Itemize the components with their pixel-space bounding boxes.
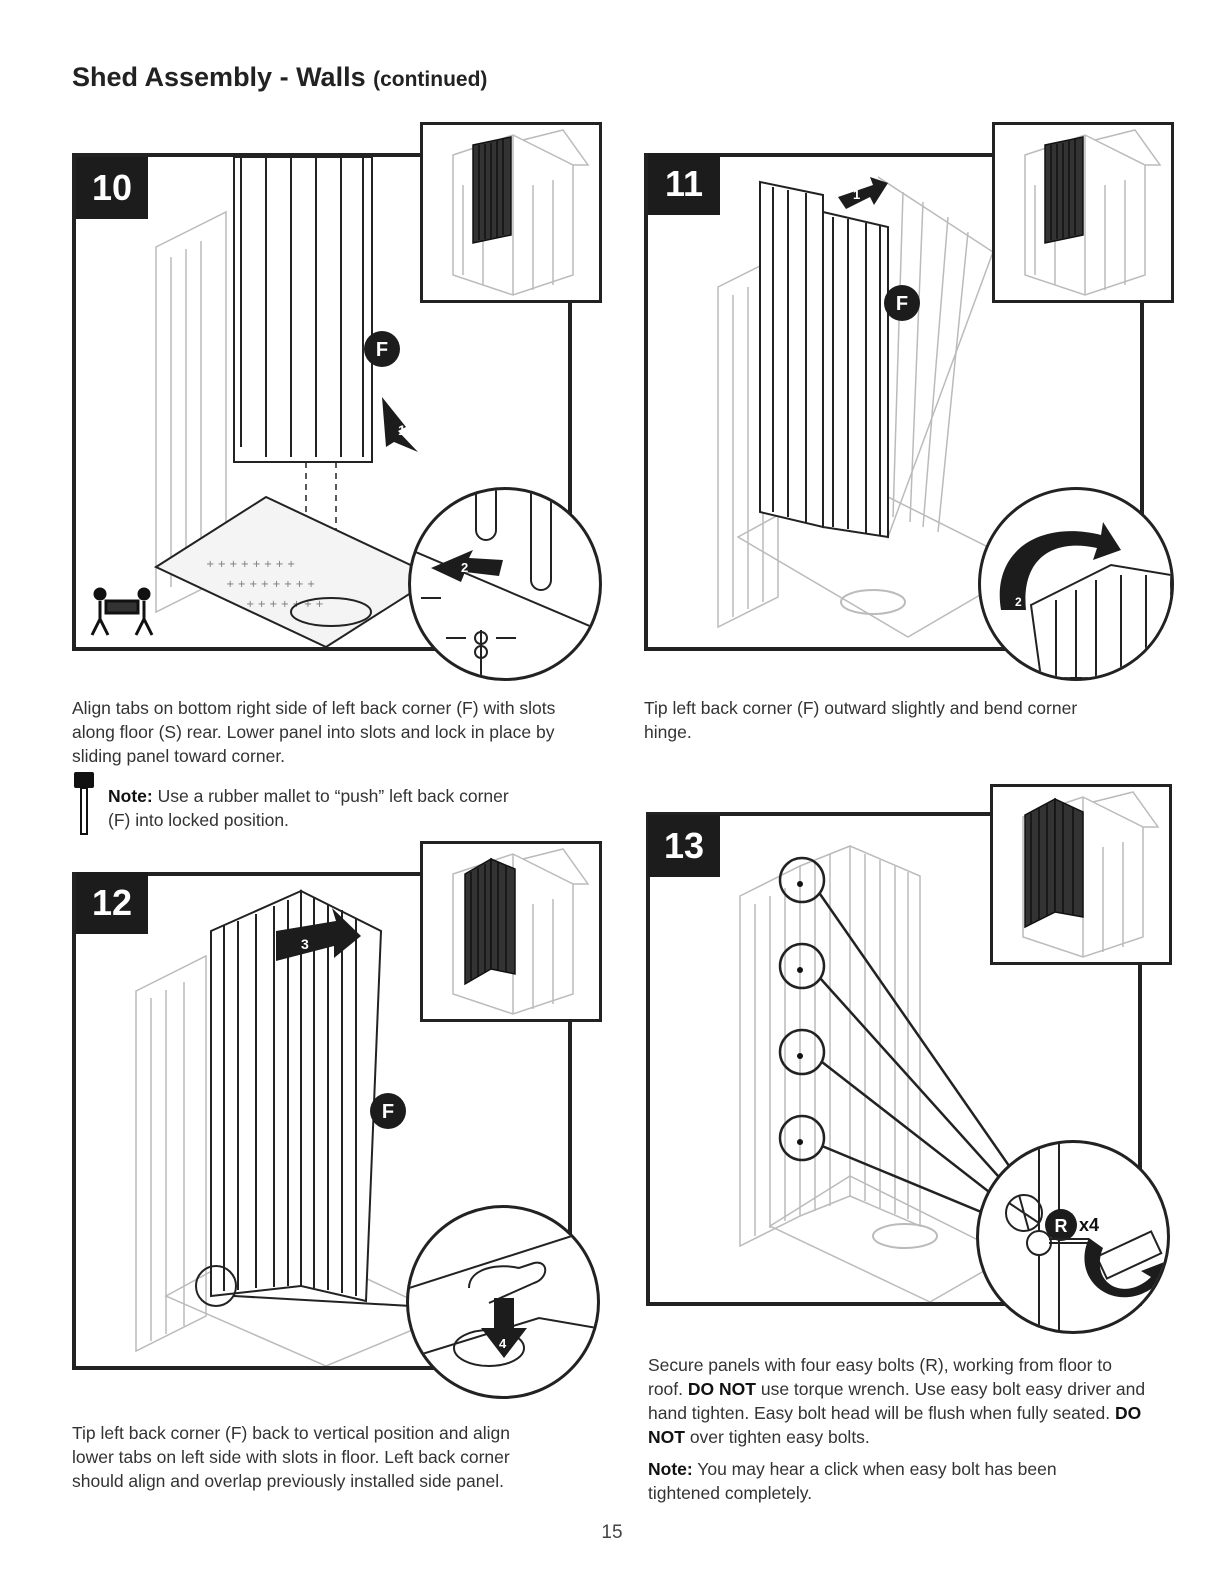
step-11-overview-inset bbox=[992, 122, 1174, 303]
step-13-overview-inset bbox=[990, 784, 1172, 965]
step-12-caption: Tip left back corner (F) back to vertica… bbox=[72, 1423, 511, 1491]
step-12-number: 12 bbox=[76, 872, 148, 934]
page-number: 15 bbox=[601, 1522, 623, 1543]
svg-text:1: 1 bbox=[398, 422, 406, 438]
svg-text:+ + + + + + +: + + + + + + + bbox=[246, 599, 324, 610]
page-title: Shed Assembly - Walls (continued) bbox=[72, 62, 488, 92]
two-person-lift-icon bbox=[90, 587, 154, 636]
svg-text:x4: x4 bbox=[1079, 1215, 1099, 1235]
step-10-zoom-detail: 2 bbox=[408, 487, 602, 681]
shed-overview-icon bbox=[1024, 129, 1162, 296]
shed-overview-icon bbox=[452, 129, 590, 296]
step-13-number: 13 bbox=[648, 815, 720, 877]
step-13-zoom-detail: R x4 bbox=[976, 1140, 1170, 1334]
svg-text:F: F bbox=[382, 1101, 394, 1123]
svg-text:R: R bbox=[1055, 1216, 1068, 1236]
svg-text:3: 3 bbox=[301, 936, 309, 952]
step-12-zoom-detail: 4 bbox=[406, 1205, 600, 1399]
svg-text:1: 1 bbox=[853, 187, 860, 202]
svg-text:+ + + + + + + +: + + + + + + + + bbox=[226, 579, 315, 590]
step-11-drawing: 1 F bbox=[717, 176, 1030, 638]
step-11-zoom-detail: 2 bbox=[978, 487, 1174, 681]
step-11-number: 11 bbox=[648, 153, 720, 215]
rubber-mallet-icon bbox=[72, 772, 96, 836]
step-13-note: Note: You may hear a click when easy bol… bbox=[648, 1459, 1057, 1503]
svg-text:2: 2 bbox=[461, 560, 468, 575]
svg-text:2: 2 bbox=[1015, 595, 1022, 609]
step-10-overview-inset bbox=[420, 122, 602, 303]
shed-overview-icon bbox=[1022, 791, 1160, 958]
step-12-drawing: 3 F bbox=[135, 889, 448, 1366]
svg-text:F: F bbox=[376, 339, 388, 361]
step-10-note: Note: Use a rubber mallet to “push” left… bbox=[108, 786, 509, 830]
step-12-overview-inset bbox=[420, 841, 602, 1022]
svg-text:4: 4 bbox=[499, 1336, 507, 1351]
step-13-caption: Secure panels with four easy bolts (R), … bbox=[648, 1355, 1146, 1447]
step-10-caption: Align tabs on bottom right side of left … bbox=[72, 698, 556, 766]
svg-text:F: F bbox=[896, 293, 908, 315]
shed-overview-icon bbox=[452, 848, 590, 1015]
svg-text:+ + + + + + + +: + + + + + + + + bbox=[206, 559, 295, 570]
step-10-drawing: + + + + + + + + + + + + + + + + + + + + … bbox=[90, 157, 439, 647]
step-10-number: 10 bbox=[76, 157, 148, 219]
step-11-caption: Tip left back corner (F) outward slightl… bbox=[644, 698, 1078, 742]
